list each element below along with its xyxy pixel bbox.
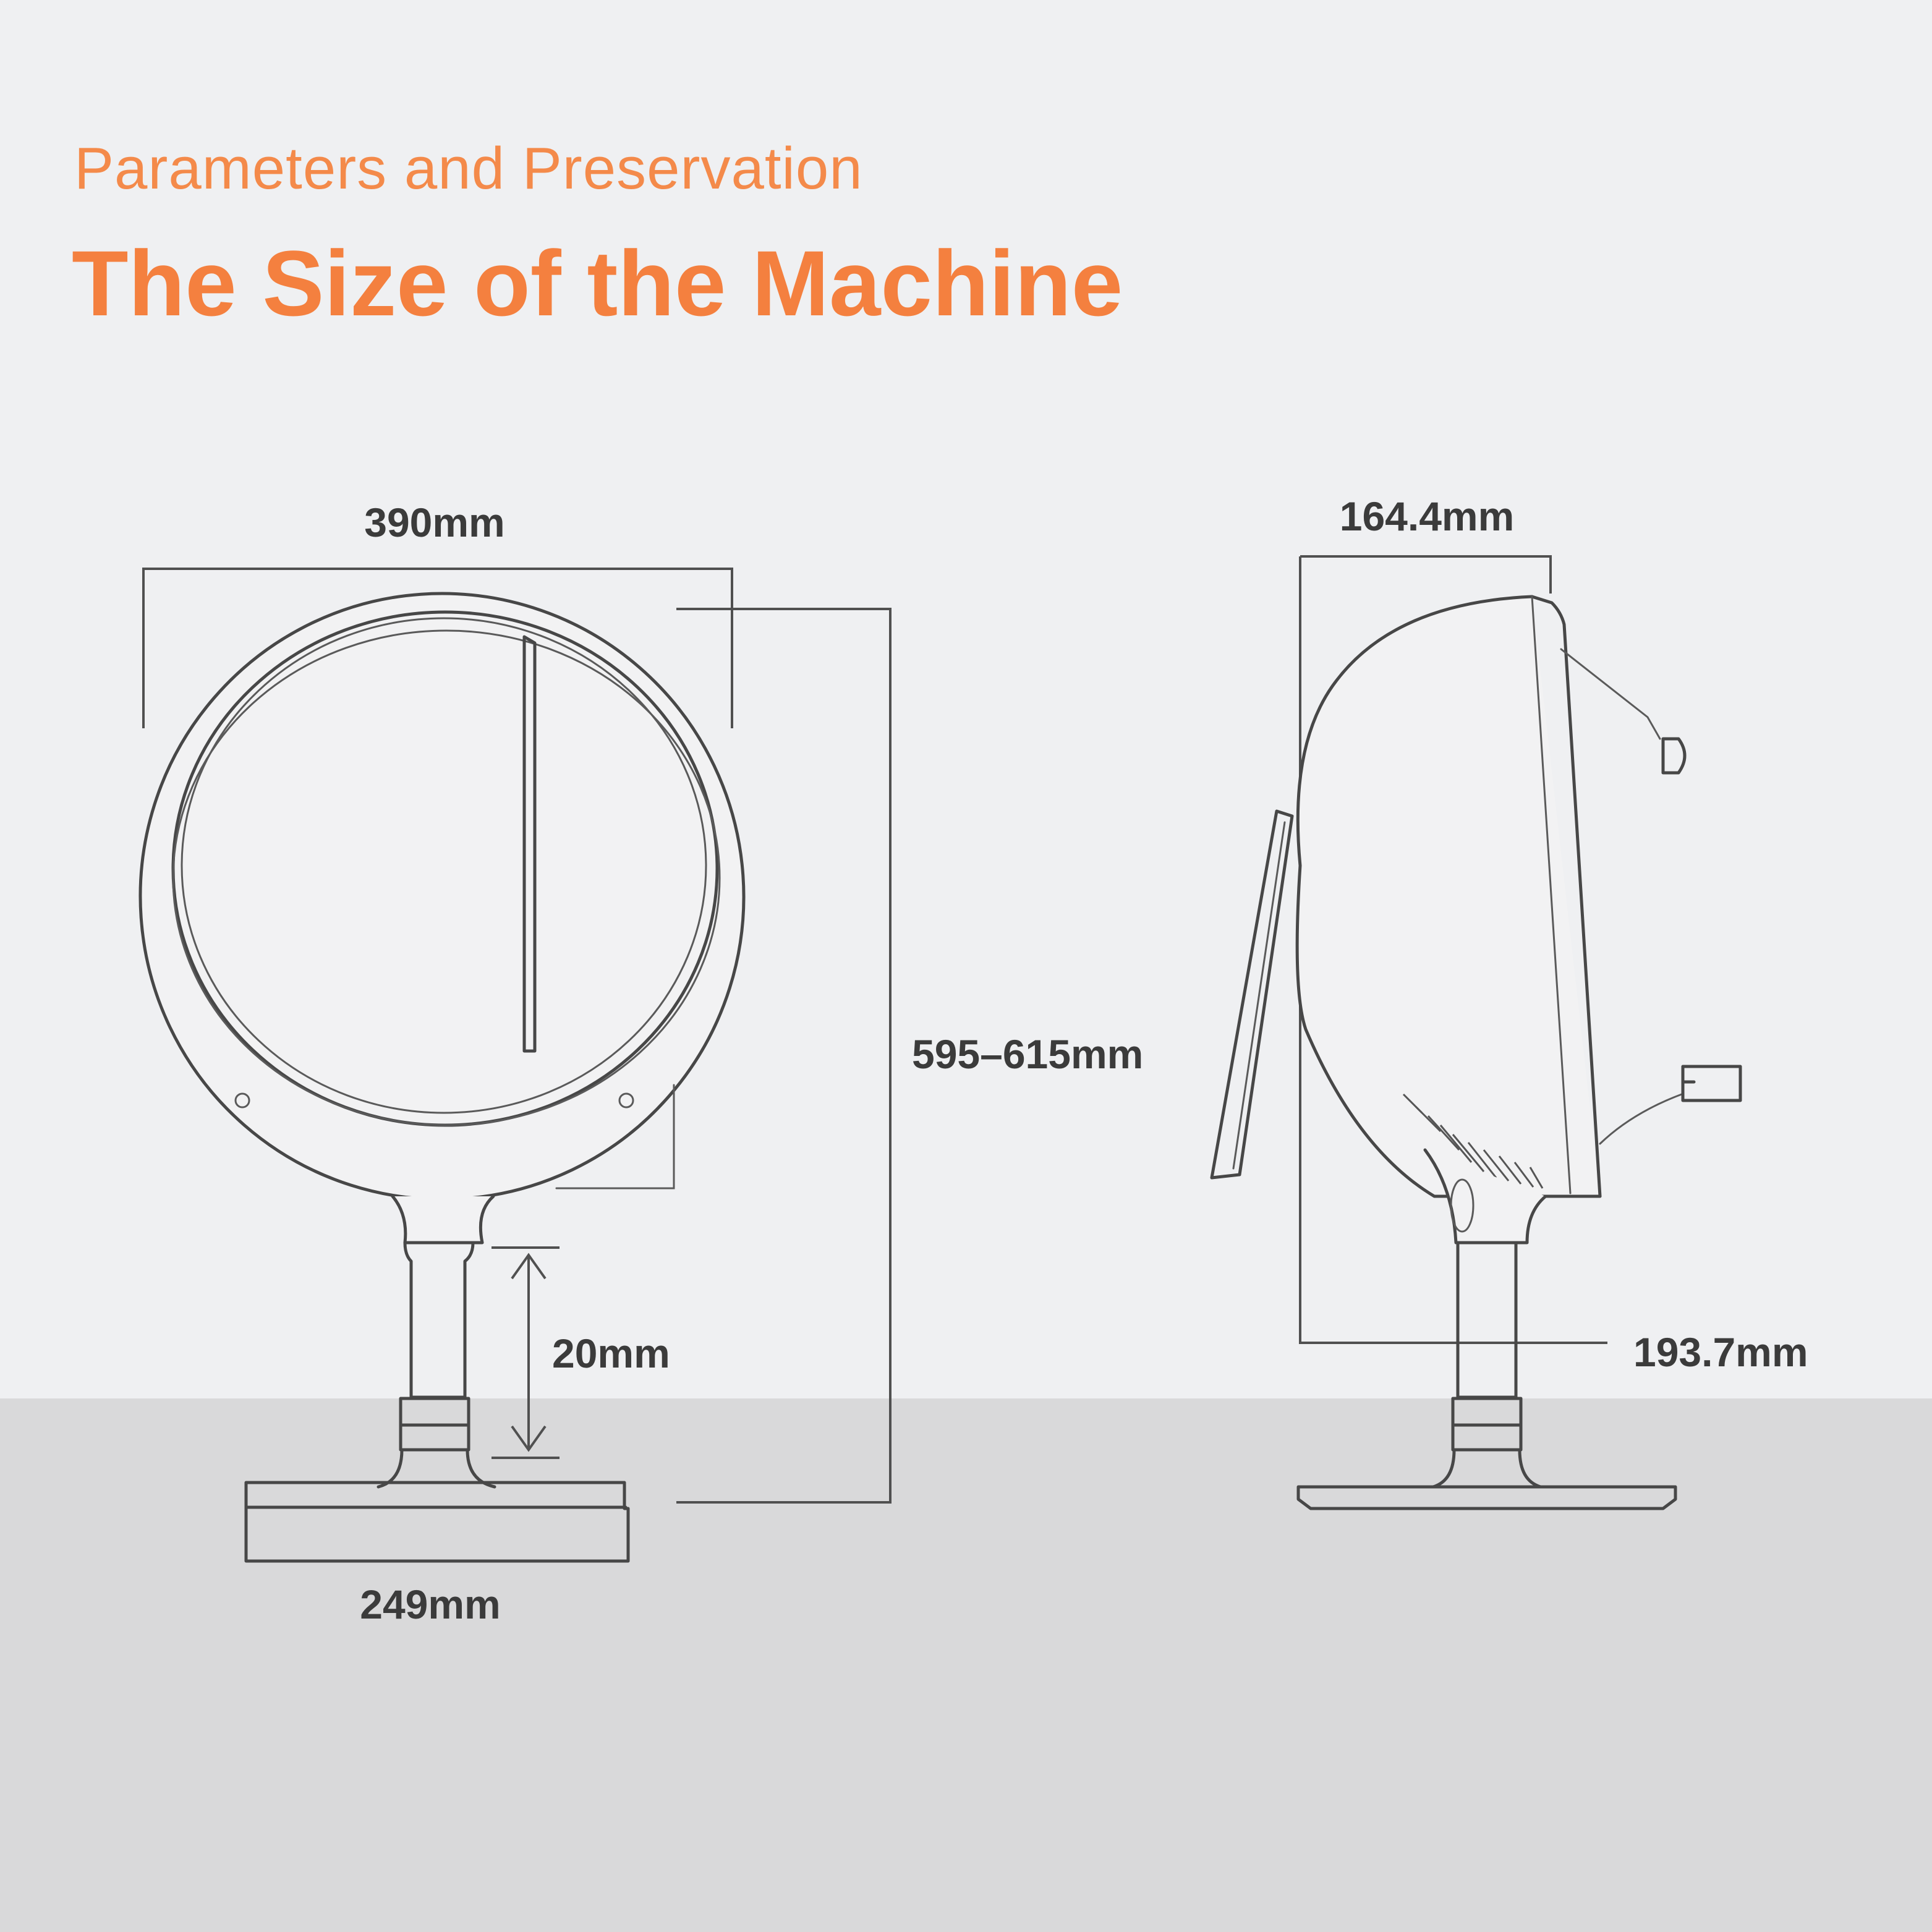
fan-blade xyxy=(522,635,537,1053)
side-neck xyxy=(1423,1148,1547,1245)
front-pole xyxy=(403,1241,475,1399)
height-adjust-dimension-line xyxy=(492,1246,560,1459)
fan-outer-ring xyxy=(138,592,746,1201)
front-width-dimension-line xyxy=(142,568,733,728)
total-height-dimension-line xyxy=(676,590,892,1504)
front-neck xyxy=(391,1194,495,1245)
base-width-label: 249mm xyxy=(360,1581,501,1627)
cable-top-plug xyxy=(1661,737,1687,775)
height-adjust-arrow-top xyxy=(511,1253,547,1280)
side-view xyxy=(1210,555,1742,1510)
fan-inner-ring-edge-2 xyxy=(172,629,721,1126)
height-adjust-arrow-bottom xyxy=(511,1425,547,1452)
front-width-label: 390mm xyxy=(364,500,505,545)
side-collar xyxy=(1451,1397,1523,1452)
side-depth-label: 164.4mm xyxy=(1340,493,1515,539)
side-foot-flare xyxy=(1431,1448,1543,1489)
side-base xyxy=(1296,1485,1677,1510)
side-kickstand-inner xyxy=(1232,821,1286,1170)
front-base xyxy=(244,1481,630,1563)
side-front-face-inner xyxy=(1531,595,1572,1194)
height-adjust-label: 20mm xyxy=(552,1330,670,1376)
side-height-label: 193.7mm xyxy=(1633,1329,1808,1375)
side-front-face xyxy=(1530,595,1602,1198)
page-subtitle: Parameters and Preservation xyxy=(74,135,863,202)
cable-top xyxy=(1560,648,1661,740)
total-height-label: 595–615mm xyxy=(912,1031,1143,1077)
front-view xyxy=(138,568,892,1563)
side-pole xyxy=(1456,1241,1518,1399)
screw-hole-right xyxy=(618,1092,634,1109)
side-kickstand xyxy=(1210,809,1294,1180)
rear-housing xyxy=(555,1084,675,1189)
side-back-shell xyxy=(1295,595,1602,1198)
side-neck-joint xyxy=(1450,1178,1475,1233)
front-collar xyxy=(399,1397,470,1452)
cable-bottom xyxy=(1599,1093,1683,1145)
fan-inner-ring-edge xyxy=(181,617,707,1114)
cable-bottom-plug xyxy=(1681,1065,1742,1102)
front-foot-flare xyxy=(377,1448,496,1489)
page-title: The Size of the Machine xyxy=(72,231,1123,335)
side-vent-grille xyxy=(1402,1093,1544,1189)
screw-hole-left xyxy=(234,1092,250,1109)
